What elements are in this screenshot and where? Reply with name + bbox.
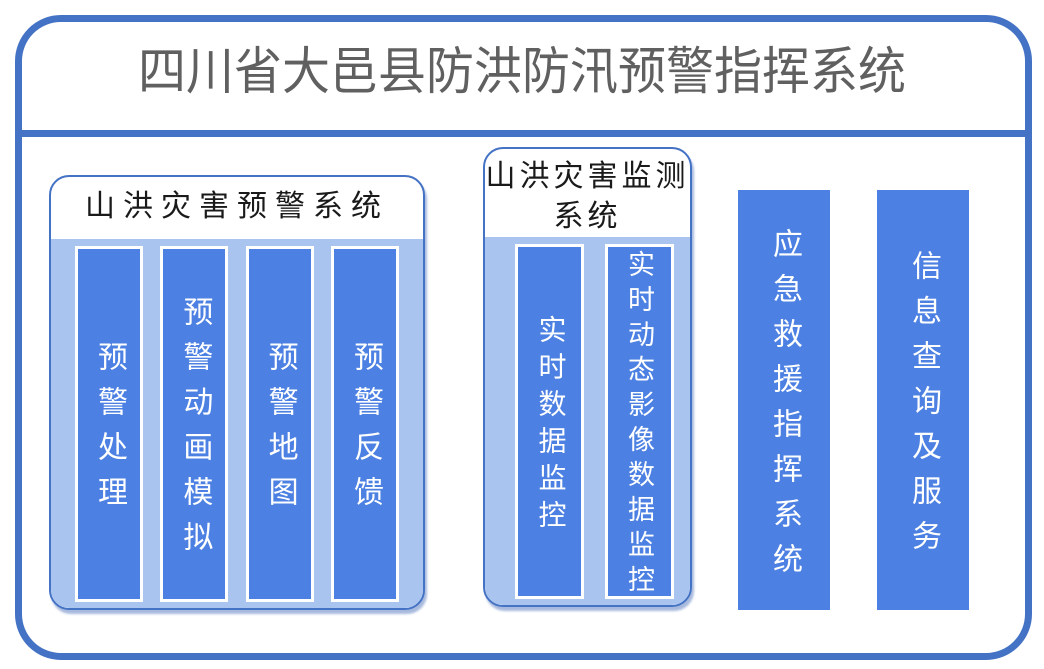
bar-warning-feedback: 预警反馈	[330, 245, 399, 602]
bar-emergency-rescue-command-system: 应急救援指挥系统	[738, 190, 830, 610]
title-divider	[18, 130, 1028, 137]
bar-warning-feedback-label: 预警反馈	[348, 341, 382, 521]
bar-warning-processing: 预警处理	[75, 245, 143, 602]
page-title: 四川省大邑县防洪防汛预警指挥系统	[137, 44, 906, 101]
bar-realtime-data-monitoring: 实时数据监控	[515, 243, 584, 599]
bar-warning-map-label: 预警地图	[263, 341, 297, 521]
outer-frame	[15, 15, 1032, 660]
bar-warning-animation-simulation: 预警动画模拟	[160, 245, 229, 602]
bar-info-query-service-label: 信息查询及服务	[907, 250, 940, 565]
panel-flood-warning-title: 山洪灾害预警系统	[85, 190, 389, 223]
bar-info-query-service: 信息查询及服务	[877, 190, 969, 610]
panel-flood-monitoring-title: 山洪灾害监测系统	[485, 160, 690, 233]
bar-warning-map: 预警地图	[245, 245, 314, 602]
bar-realtime-data-monitoring-label: 实时数据监控	[534, 314, 566, 537]
bar-emergency-rescue-command-system-label: 应急救援指挥系统	[768, 227, 801, 588]
panel-flood-warning-system: 山洪灾害预警系统 预警处理 预警动画模拟 预警地图 预警反馈	[49, 175, 425, 610]
bar-warning-animation-simulation-label: 预警动画模拟	[178, 296, 212, 566]
panel-flood-monitoring-body: 实时数据监控 实时动态影像数据监控	[485, 237, 690, 605]
panel-flood-monitoring-system: 山洪灾害监测系统 实时数据监控 实时动态影像数据监控	[483, 147, 692, 607]
bar-warning-processing-label: 预警处理	[93, 341, 126, 521]
bar-realtime-video-monitoring-label: 实时动态影像数据监控	[624, 250, 654, 600]
bar-realtime-video-monitoring: 实时动态影像数据监控	[605, 243, 674, 600]
panel-flood-warning-body: 预警处理 预警动画模拟 预警地图 预警反馈	[51, 239, 423, 608]
